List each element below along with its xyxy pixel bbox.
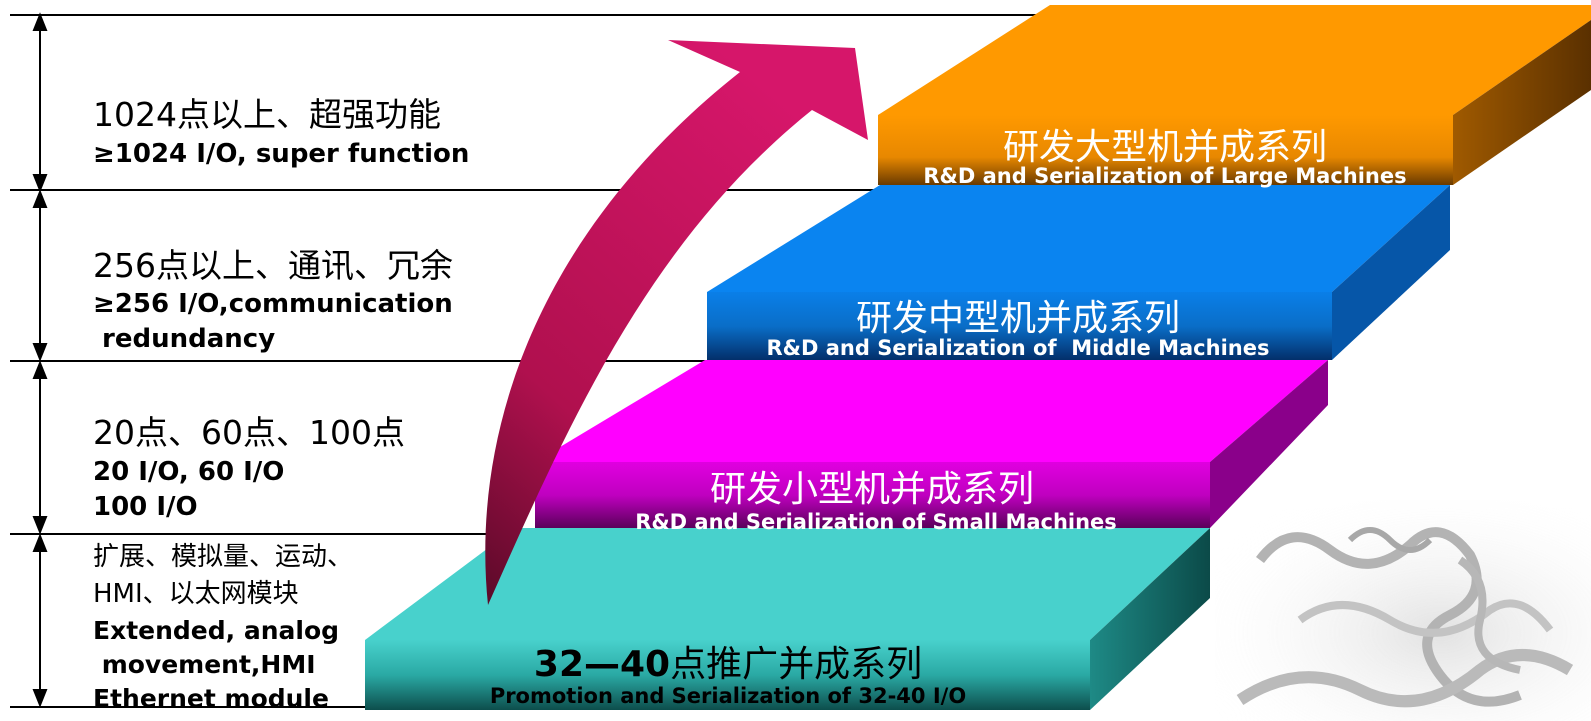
- level-3-en-line1: 20 I/O, 60 I/O: [93, 457, 285, 487]
- level-4-en-line2: movement,HMI: [93, 650, 316, 679]
- step-top-orange: [878, 5, 1591, 185]
- step-magenta: [535, 360, 1328, 528]
- level-4-cn-line1: 扩展、模拟量、运动、: [93, 542, 354, 572]
- level-1-en: ≥1024 I/O, super function: [93, 139, 470, 169]
- dragon-watermark: [1215, 500, 1591, 721]
- level-range-arrows: [32, 12, 48, 708]
- step-middle-cn: 研发中型机并成系列: [855, 298, 1181, 339]
- level-3-cn: 20点、60点、100点: [93, 413, 405, 452]
- level-4-en-line3: Ethernet module: [93, 684, 329, 713]
- step-small-en: R&D and Serialization of Small Machines: [635, 510, 1117, 534]
- level-3-en-line2: 100 I/O: [93, 492, 198, 522]
- level-4-en-line1: Extended, analog: [93, 616, 340, 645]
- step-promotion-text: 点推广并成系列: [670, 644, 923, 685]
- step-promotion-cn: 32—40点推广并成系列: [534, 635, 922, 687]
- step-promotion-num: 32—40: [533, 644, 671, 685]
- level-2-en-line2: redundancy: [93, 324, 276, 354]
- level-4-cn-line2: HMI、以太网模块: [93, 579, 299, 609]
- level-2-cn: 256点以上、通讯、冗余: [93, 246, 453, 285]
- step-bottom-cyan: [365, 528, 1210, 710]
- step-small-cn: 研发小型机并成系列: [709, 469, 1035, 510]
- step-large-en: R&D and Serialization of Large Machines: [923, 164, 1407, 188]
- level-2-en-line1: ≥256 I/O,communication: [93, 289, 453, 319]
- growth-arrow: [485, 40, 868, 605]
- step-promotion-en: Promotion and Serialization of 32-40 I/O: [489, 684, 967, 708]
- level-1-cn: 1024点以上、超强功能: [93, 95, 441, 134]
- step-large-cn: 研发大型机并成系列: [1002, 127, 1328, 168]
- step-middle-en: R&D and Serialization of Middle Machines: [766, 336, 1270, 360]
- level-divider-lines: [10, 14, 1050, 708]
- step-blue: [707, 185, 1450, 360]
